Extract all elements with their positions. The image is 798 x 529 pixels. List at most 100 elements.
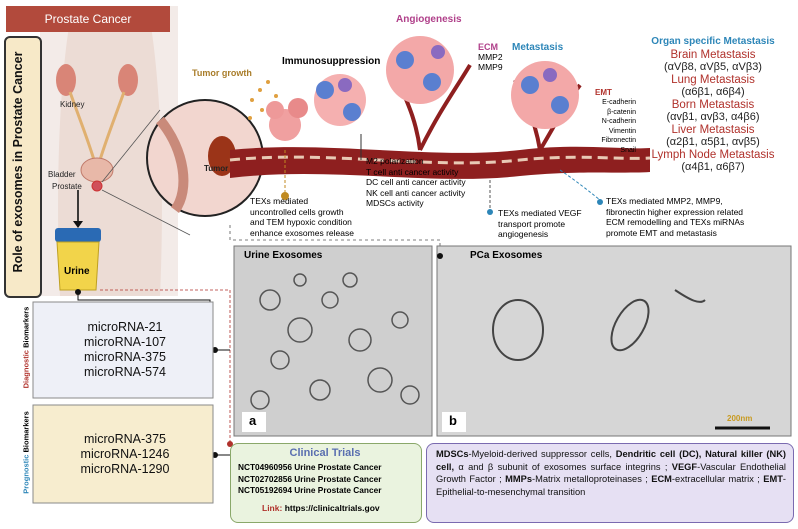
organ-name: Brain Metastasis bbox=[670, 48, 756, 61]
ureter-left bbox=[68, 91, 96, 161]
clinical-trials-box bbox=[230, 443, 422, 523]
emt-marker: β-catenin bbox=[607, 108, 636, 116]
note-line: promote EMT and metastasis bbox=[606, 227, 717, 238]
emt-label: EMT bbox=[595, 88, 612, 97]
note-line: and TEM hypoxic condition bbox=[250, 217, 352, 227]
tumor-cluster-metastasis bbox=[511, 61, 579, 129]
prognostic-word: Prognostic bbox=[21, 454, 31, 494]
page-header: Prostate Cancer bbox=[6, 6, 170, 32]
prostate-tissue bbox=[156, 116, 189, 213]
diagnostic-item: microRNA-574 bbox=[84, 365, 166, 379]
biomarkers-word: Biomarkers bbox=[21, 411, 31, 455]
immune-effects-list: M2 polarization T cell anti cancer activ… bbox=[366, 156, 466, 209]
emt-marker: Fibronectin bbox=[601, 137, 636, 144]
pca-exosome-image bbox=[436, 245, 792, 437]
urine-cup-icon bbox=[56, 241, 100, 291]
exosome-dots bbox=[248, 80, 278, 120]
legend-term: Dendritic cell (DC), Natural killer (NK)… bbox=[436, 449, 786, 472]
image-label-b: b bbox=[449, 413, 457, 428]
ecm-label: ECM bbox=[478, 42, 498, 52]
clinical-trials-link-row: Link: https://clinicaltrials.gov bbox=[262, 503, 380, 513]
diagnostic-item: microRNA-375 bbox=[84, 350, 166, 364]
immune-effect: DC cell anti cancer activity bbox=[366, 177, 466, 187]
organ-name: Liver Metastasis bbox=[671, 123, 755, 136]
trial-row: NCT02702856 Urine Prostate Cancer bbox=[238, 473, 382, 484]
organ-integrins: (αvβ1, αvβ3, α4β6) bbox=[666, 111, 760, 123]
legend-def: α and β subunit of exosomes surface inte… bbox=[454, 461, 672, 472]
organ-integrins: (α6β1, α6β4) bbox=[681, 86, 745, 98]
ureter-right bbox=[98, 91, 126, 161]
zoom-line-top bbox=[101, 109, 161, 183]
diagnostic-word: Diagnostic bbox=[21, 350, 31, 389]
note-line: enhance exosomes release bbox=[250, 227, 354, 238]
prognostic-item: microRNA-1290 bbox=[80, 462, 170, 476]
organ-integrins: (α4β1, α6β7) bbox=[681, 161, 745, 173]
urine-cup-lid bbox=[55, 228, 101, 242]
image-label-a: a bbox=[249, 413, 257, 428]
legend-def: -extracellular matrix ; bbox=[671, 474, 764, 485]
connector-vegf-dot bbox=[487, 209, 493, 215]
legend-term: ECM bbox=[651, 474, 672, 485]
diagnostic-item: microRNA-107 bbox=[84, 335, 166, 349]
trial-row: NCT04960956 Urine Prostate Cancer bbox=[238, 462, 382, 472]
emt-markers-list: E-cadherin β-catenin N-cadherin Vimentin… bbox=[590, 98, 636, 155]
urine-exosomes-title: Urine Exosomes bbox=[244, 250, 323, 261]
pca-vesicles bbox=[492, 289, 706, 361]
note-line: fibronectin higher expression related bbox=[606, 206, 744, 217]
tumor-mass-icon bbox=[208, 136, 236, 176]
link-label: Link: bbox=[262, 503, 283, 513]
note-line: TEXs mediated bbox=[250, 196, 309, 206]
legend-term: MDSCs bbox=[436, 449, 469, 459]
organ-metastasis-panel: Organ specific Metastasis Brain Metastas… bbox=[632, 36, 794, 174]
emt-marker: E-cadherin bbox=[602, 99, 636, 106]
legend-def: -Matrix metalloproteinases ; bbox=[532, 474, 652, 485]
emt-marker: N-cadherin bbox=[601, 118, 636, 125]
organ-integrins: (αVβ8, αVβ5, αVβ3) bbox=[664, 61, 762, 73]
immunosuppression-label: Immunosuppression bbox=[282, 56, 381, 67]
organ-metastasis-title: Organ specific Metastasis bbox=[651, 36, 775, 47]
label-a-box bbox=[242, 412, 266, 432]
biomarkers-word: Biomarkers bbox=[21, 306, 31, 351]
organ-integrins: (α2β1, α5β1, αvβ5) bbox=[666, 136, 760, 148]
texs-vegf-note: TEXs mediated VEGF transport promote ang… bbox=[498, 208, 582, 240]
prognostic-box bbox=[32, 404, 214, 504]
bladder-icon bbox=[80, 157, 114, 183]
prognostic-item: microRNA-375 bbox=[84, 432, 166, 446]
angiogenesis-label: Angiogenesis bbox=[396, 14, 462, 25]
note-line: ECM remodelling and TEXs miRNAs bbox=[606, 217, 745, 227]
kidney-right-icon bbox=[118, 64, 138, 96]
tumor-cluster-immuno bbox=[314, 74, 366, 126]
urine-dashed-frame bbox=[229, 225, 441, 250]
diagnostic-item: microRNA-21 bbox=[87, 320, 163, 334]
prognostic-side-label: Prognostic Biomarkers bbox=[22, 405, 31, 501]
organ-name: Lymph Node Metastasis bbox=[651, 148, 775, 161]
emt-marker: Vimentin bbox=[608, 127, 636, 135]
connector-metastasis-dot bbox=[597, 199, 603, 205]
clinical-trials-list: NCT04960956 Urine Prostate Cancer NCT027… bbox=[238, 462, 381, 497]
urine-exosome-image bbox=[233, 245, 433, 437]
kidney-label: Kidney bbox=[60, 100, 85, 109]
connector-growth-dot bbox=[281, 192, 289, 200]
immune-effect: M2 polarization bbox=[366, 156, 424, 166]
diagnostic-box bbox=[32, 301, 214, 399]
tumor-cluster-growth bbox=[266, 98, 308, 141]
emt-marker: Snail bbox=[620, 146, 636, 154]
diagnostic-side-label: Diagnostic Biomarkers bbox=[22, 300, 31, 396]
legend-def: -Epithelial-to-mesenchymal transition bbox=[436, 474, 786, 497]
note-line: angiogenesis bbox=[498, 229, 549, 239]
zoom-line-bottom bbox=[101, 189, 191, 236]
bladder-label: Bladder bbox=[48, 170, 76, 179]
immune-effect: NK cell anti cancer activity bbox=[366, 187, 466, 198]
prognostic-list: microRNA-375 microRNA-1246 microRNA-1290 bbox=[50, 432, 200, 477]
kidney-left-icon bbox=[56, 64, 76, 96]
clinical-trials-link[interactable]: https://clinicaltrials.gov bbox=[284, 503, 380, 513]
legend-term: MMPs bbox=[505, 474, 532, 485]
side-title: Role of exosomes in Prostate Cancer bbox=[11, 51, 25, 273]
trial-row: NCT05192694 Urine Prostate Cancer bbox=[238, 485, 382, 495]
legend-term: VEGF bbox=[671, 461, 698, 472]
clinical-trials-title: Clinical Trials bbox=[289, 447, 361, 459]
note-line: transport promote bbox=[498, 218, 566, 229]
urine-vesicles bbox=[250, 272, 420, 410]
organ-name: Lung Metastasis bbox=[671, 73, 755, 86]
texs-metastasis-note: TEXs mediated MMP2, MMP9, fibronectin hi… bbox=[606, 196, 744, 238]
